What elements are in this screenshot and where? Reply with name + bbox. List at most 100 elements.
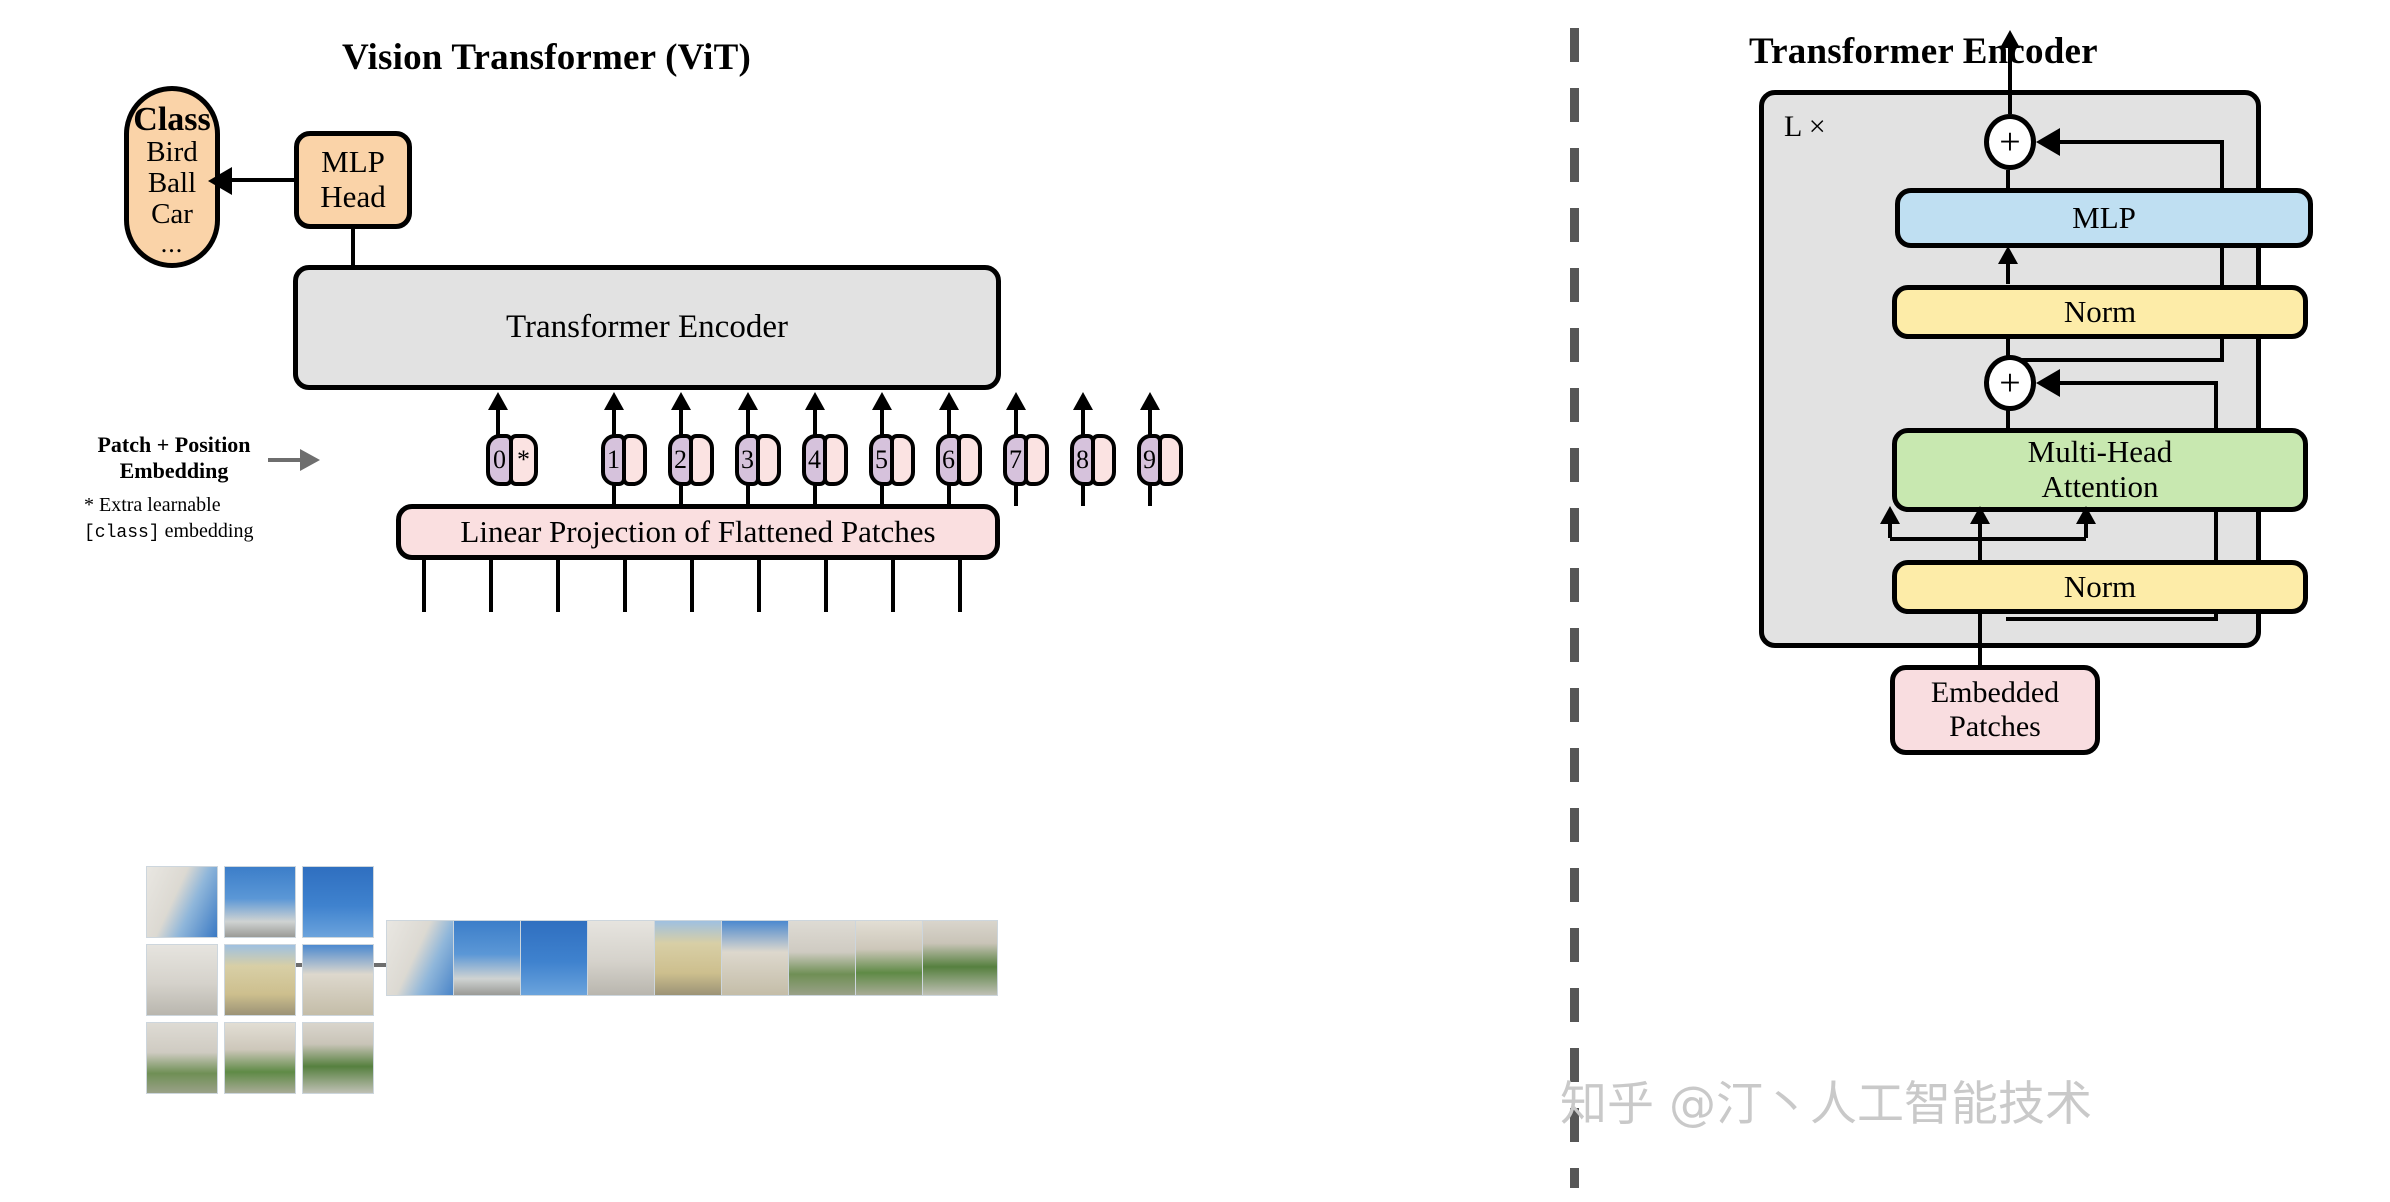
token-7[interactable]: 7 [1003, 434, 1049, 486]
flattened-patch-0 [386, 920, 462, 996]
qkv-bus [1890, 537, 2086, 541]
source-image-cell-3 [146, 944, 218, 1016]
residual-add-mid: + [1984, 355, 2036, 411]
residual-mid-stub [2056, 381, 2102, 385]
flattened-patch-8 [922, 920, 998, 996]
embedded-to-norm-line [1978, 612, 1982, 708]
patch-3-to-projection-line [623, 558, 627, 612]
source-image-cell-6 [146, 1022, 218, 1094]
residual-add-top-symbol: + [1999, 121, 2021, 163]
token-9-patch-embedding [1158, 434, 1183, 486]
left-panel-title: Vision Transformer (ViT) [342, 37, 752, 78]
token-9-up-line [1148, 404, 1152, 436]
flattened-patch-2 [520, 920, 596, 996]
label-to-token-arrowhead [300, 449, 320, 471]
encoder-block-container [1759, 90, 2261, 648]
patch-position-embedding-label: Patch + Position Embedding [84, 432, 264, 484]
mlp-head-label-line2: Head [320, 179, 386, 214]
qkv-line-k [1978, 516, 1982, 538]
projection-to-token-9-line [1148, 484, 1152, 506]
projection-to-token-4-line [813, 484, 817, 506]
class-output-box [124, 86, 220, 268]
mlp-to-add-line [2006, 170, 2010, 192]
token-5-patch-embedding [890, 434, 915, 486]
token-2[interactable]: 2 [668, 434, 714, 486]
label-to-token-line [268, 458, 302, 462]
patch-0-to-projection-line [422, 558, 426, 612]
patch-7-to-projection-line [891, 558, 895, 612]
residual-mid-horizontal [2098, 381, 2218, 385]
token-5-up-line [880, 404, 884, 436]
token-9[interactable]: 9 [1137, 434, 1183, 486]
class-item-ball: Ball [147, 167, 197, 200]
token-5-up-arrowhead [872, 392, 892, 410]
projection-to-token-3-line [746, 484, 750, 506]
mlp-head-box: MLP Head [294, 131, 412, 229]
qkv-line-q [1888, 516, 1892, 538]
flattened-patch-1 [453, 920, 529, 996]
encoder-mha-label-line2: Attention [2041, 469, 2159, 504]
residual-top-horizontal [2098, 140, 2224, 144]
source-image-cell-0 [146, 866, 218, 938]
class-output-labels: Class Bird Ball Car ... [124, 102, 220, 259]
linear-projection-box: Linear Projection of Flattened Patches [396, 504, 1000, 560]
encoder-norm-top-label: Norm [2063, 293, 2137, 329]
flattened-patch-4 [654, 920, 730, 996]
token-1-up-arrowhead [604, 392, 624, 410]
footnote-line2: embedding [164, 520, 254, 542]
token-8-up-line [1081, 404, 1085, 436]
repeat-count-label: L × [1784, 110, 1826, 143]
footnote-asterisk: * [84, 494, 94, 516]
token-4[interactable]: 4 [802, 434, 848, 486]
token-7-up-arrowhead [1006, 392, 1026, 410]
token-5[interactable]: 5 [869, 434, 915, 486]
token-0[interactable]: 0 * [486, 434, 538, 486]
encoder-mlp-box: MLP [1895, 188, 2313, 248]
token-8-patch-embedding [1091, 434, 1116, 486]
token-0-up-arrowhead [488, 392, 508, 410]
source-image-cell-7 [224, 1022, 296, 1094]
projection-to-token-8-line [1081, 484, 1085, 506]
encoder-multi-head-attention-box: Multi-Head Attention [1892, 428, 2308, 512]
token-4-up-arrowhead [805, 392, 825, 410]
token-2-up-arrowhead [671, 392, 691, 410]
qkv-arrow-k [1970, 506, 1990, 524]
flattened-patch-3 [587, 920, 663, 996]
token-1[interactable]: 1 [601, 434, 647, 486]
residual-top-vertical [2220, 140, 2224, 362]
norm-to-mlp-line [2006, 252, 2010, 284]
flattened-patch-5 [721, 920, 797, 996]
embedded-patches-label-line1: Embedded [1930, 676, 2060, 710]
token-8[interactable]: 8 [1070, 434, 1116, 486]
encoder-output-arrowhead [2000, 30, 2020, 48]
qkv-arrow-v [2076, 506, 2096, 524]
token-6-up-line [947, 404, 951, 436]
token-6[interactable]: 6 [936, 434, 982, 486]
token-2-up-line [679, 404, 683, 436]
token-6-up-arrowhead [939, 392, 959, 410]
token-1-patch-embedding [622, 434, 647, 486]
flattened-patch-7 [855, 920, 931, 996]
footnote-line1: Extra learnable [99, 494, 221, 516]
token-8-up-arrowhead [1073, 392, 1093, 410]
token-7-up-line [1014, 404, 1018, 436]
projection-to-token-5-line [880, 484, 884, 506]
encoder-norm-bottom-box: Norm [1892, 560, 2308, 614]
extra-learnable-footnote: * Extra learnable [class] embedding [84, 492, 280, 545]
mlp-to-class-line [228, 178, 300, 182]
token-3[interactable]: 3 [735, 434, 781, 486]
encoder-norm-bottom-label: Norm [2063, 568, 2137, 604]
token-3-up-arrowhead [738, 392, 758, 410]
source-image-cell-2 [302, 866, 374, 938]
token-1-up-line [612, 404, 616, 436]
token-2-patch-embedding [689, 434, 714, 486]
panel-divider [1570, 28, 1579, 1188]
mha-to-add-line [2006, 409, 2010, 433]
token-9-up-arrowhead [1140, 392, 1160, 410]
source-image-cell-1 [224, 866, 296, 938]
token-4-up-line [813, 404, 817, 436]
transformer-encoder-box: Transformer Encoder [293, 265, 1001, 390]
patch-4-to-projection-line [690, 558, 694, 612]
projection-to-token-6-line [947, 484, 951, 506]
